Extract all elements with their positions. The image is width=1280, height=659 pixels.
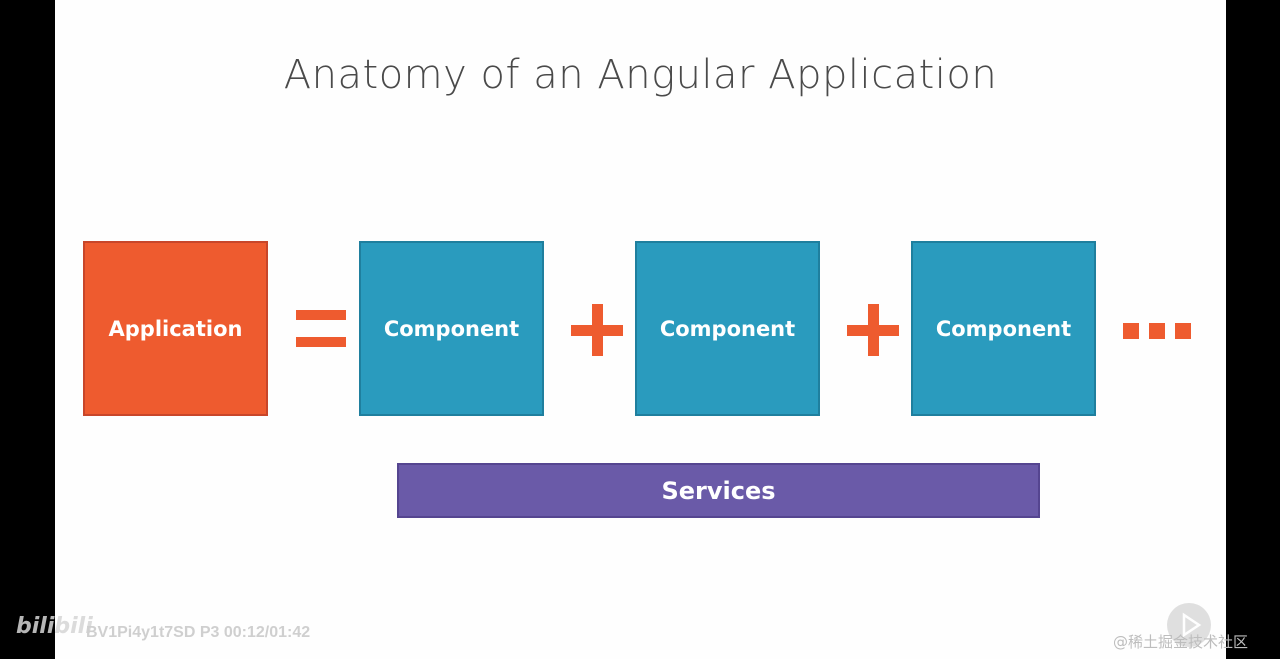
component-label-1: Component <box>383 316 520 341</box>
equals-bar-bottom <box>296 337 346 347</box>
services-label: Services <box>661 476 776 505</box>
component-label-3: Component <box>935 316 1072 341</box>
play-icon[interactable] <box>1167 603 1211 647</box>
bilibili-logo: bilibili <box>16 614 93 639</box>
ellipsis-dots <box>1123 323 1191 339</box>
component-box-1: Component <box>359 241 544 416</box>
slide-title: Anatomy of an Angular Application <box>283 52 998 98</box>
play-icon-glyph <box>1182 612 1202 638</box>
component-label-2: Component <box>659 316 796 341</box>
plus-sign-2 <box>847 304 899 356</box>
juejin-watermark: @稀土掘金技术社区 <box>1113 633 1249 651</box>
component-box-2: Component <box>635 241 820 416</box>
services-bar: Services <box>397 463 1040 518</box>
application-box: Application <box>83 241 268 416</box>
video-info-text: BV1Pi4y1t7SD P3 00:12/01:42 <box>86 624 311 641</box>
application-label: Application <box>108 316 243 341</box>
equals-sign <box>296 310 346 348</box>
component-box-3: Component <box>911 241 1096 416</box>
equals-bar-top <box>296 310 346 320</box>
plus-sign-1 <box>571 304 623 356</box>
